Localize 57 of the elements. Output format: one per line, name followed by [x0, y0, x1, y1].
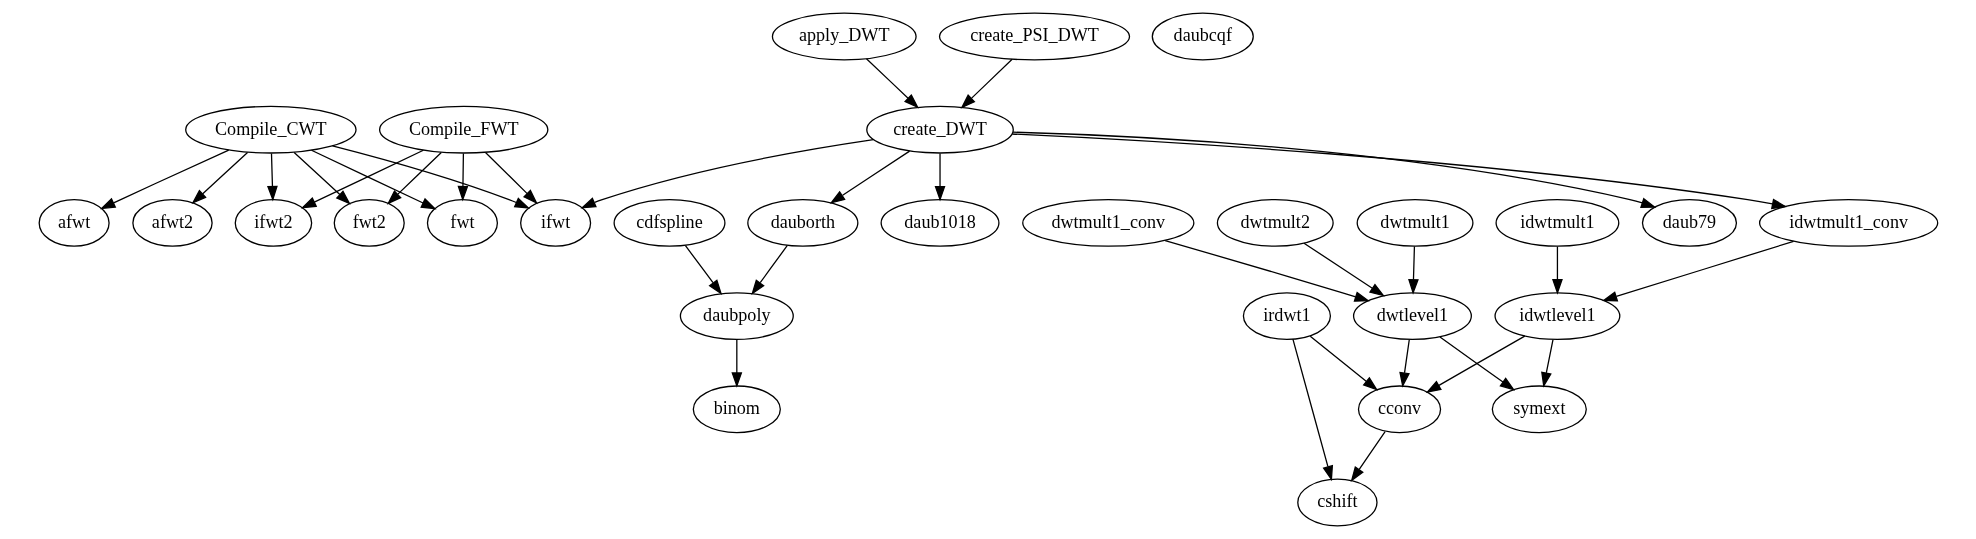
node-ellipse: ifwt: [519, 198, 591, 247]
arrow: [1302, 242, 1385, 297]
node-ellipse: daub1018: [880, 198, 1000, 247]
arrow: [579, 139, 874, 209]
arrow: [300, 149, 424, 209]
arrow: [1438, 336, 1515, 391]
node-ellipse: cdfspline: [613, 198, 726, 247]
node-ellipse: binom: [692, 385, 781, 434]
arrow: [1309, 335, 1378, 391]
arrow: [484, 151, 538, 205]
node-ellipse: symext: [1491, 385, 1587, 434]
arrow: [386, 151, 442, 205]
node-ellipse: Compile_FWT: [378, 105, 548, 154]
arrow: [1291, 338, 1333, 482]
arrow: [684, 245, 722, 296]
node-ellipse: Compile_CWT: [184, 105, 357, 154]
node-ellipse: daubpoly: [679, 292, 794, 341]
arrow: [457, 152, 468, 202]
arrow: [266, 152, 278, 202]
node-ellipse: dwtmult2: [1216, 198, 1334, 247]
node-ellipse: dauborth: [746, 198, 858, 247]
arrow: [293, 151, 351, 205]
node-ellipse: irdwt1: [1242, 292, 1331, 341]
arrow: [1398, 339, 1410, 388]
arrow: [865, 58, 919, 109]
node-ellipse: afwt: [38, 198, 110, 247]
node-ellipse: idwtmult1: [1494, 198, 1619, 247]
arrow: [1164, 239, 1370, 302]
node-ellipse: afwt2: [131, 198, 213, 247]
arrow: [1350, 430, 1386, 482]
arrow: [934, 152, 945, 202]
arrow: [1540, 339, 1554, 388]
node-ellipse: ifwt2: [234, 198, 312, 247]
node-ellipse: fwt2: [333, 198, 405, 247]
node-ellipse: dwtmult1: [1356, 198, 1474, 247]
arrow: [1011, 133, 1787, 210]
node-ellipse: cconv: [1357, 385, 1441, 434]
node-ellipse: fwt: [426, 198, 498, 247]
arrow: [310, 149, 437, 210]
arrow: [1425, 335, 1525, 393]
node-ellipse: daubcqf: [1151, 12, 1254, 61]
arrow: [99, 149, 229, 210]
arrow: [1407, 245, 1419, 295]
arrow: [750, 245, 788, 296]
node-ellipse: cshift: [1296, 478, 1378, 527]
arrow: [1011, 131, 1656, 208]
arrow: [191, 151, 248, 205]
node-ellipse: apply_DWT: [771, 12, 917, 61]
arrow: [1601, 240, 1794, 302]
node-ellipse: dwtmult1_conv: [1021, 198, 1194, 247]
arrow: [331, 145, 530, 209]
arrow: [829, 150, 910, 204]
node-ellipse: create_PSI_DWT: [938, 12, 1130, 61]
arrow: [730, 339, 742, 388]
node-ellipse: create_DWT: [865, 105, 1014, 154]
arrow: [1551, 245, 1563, 295]
arrow: [960, 58, 1013, 109]
